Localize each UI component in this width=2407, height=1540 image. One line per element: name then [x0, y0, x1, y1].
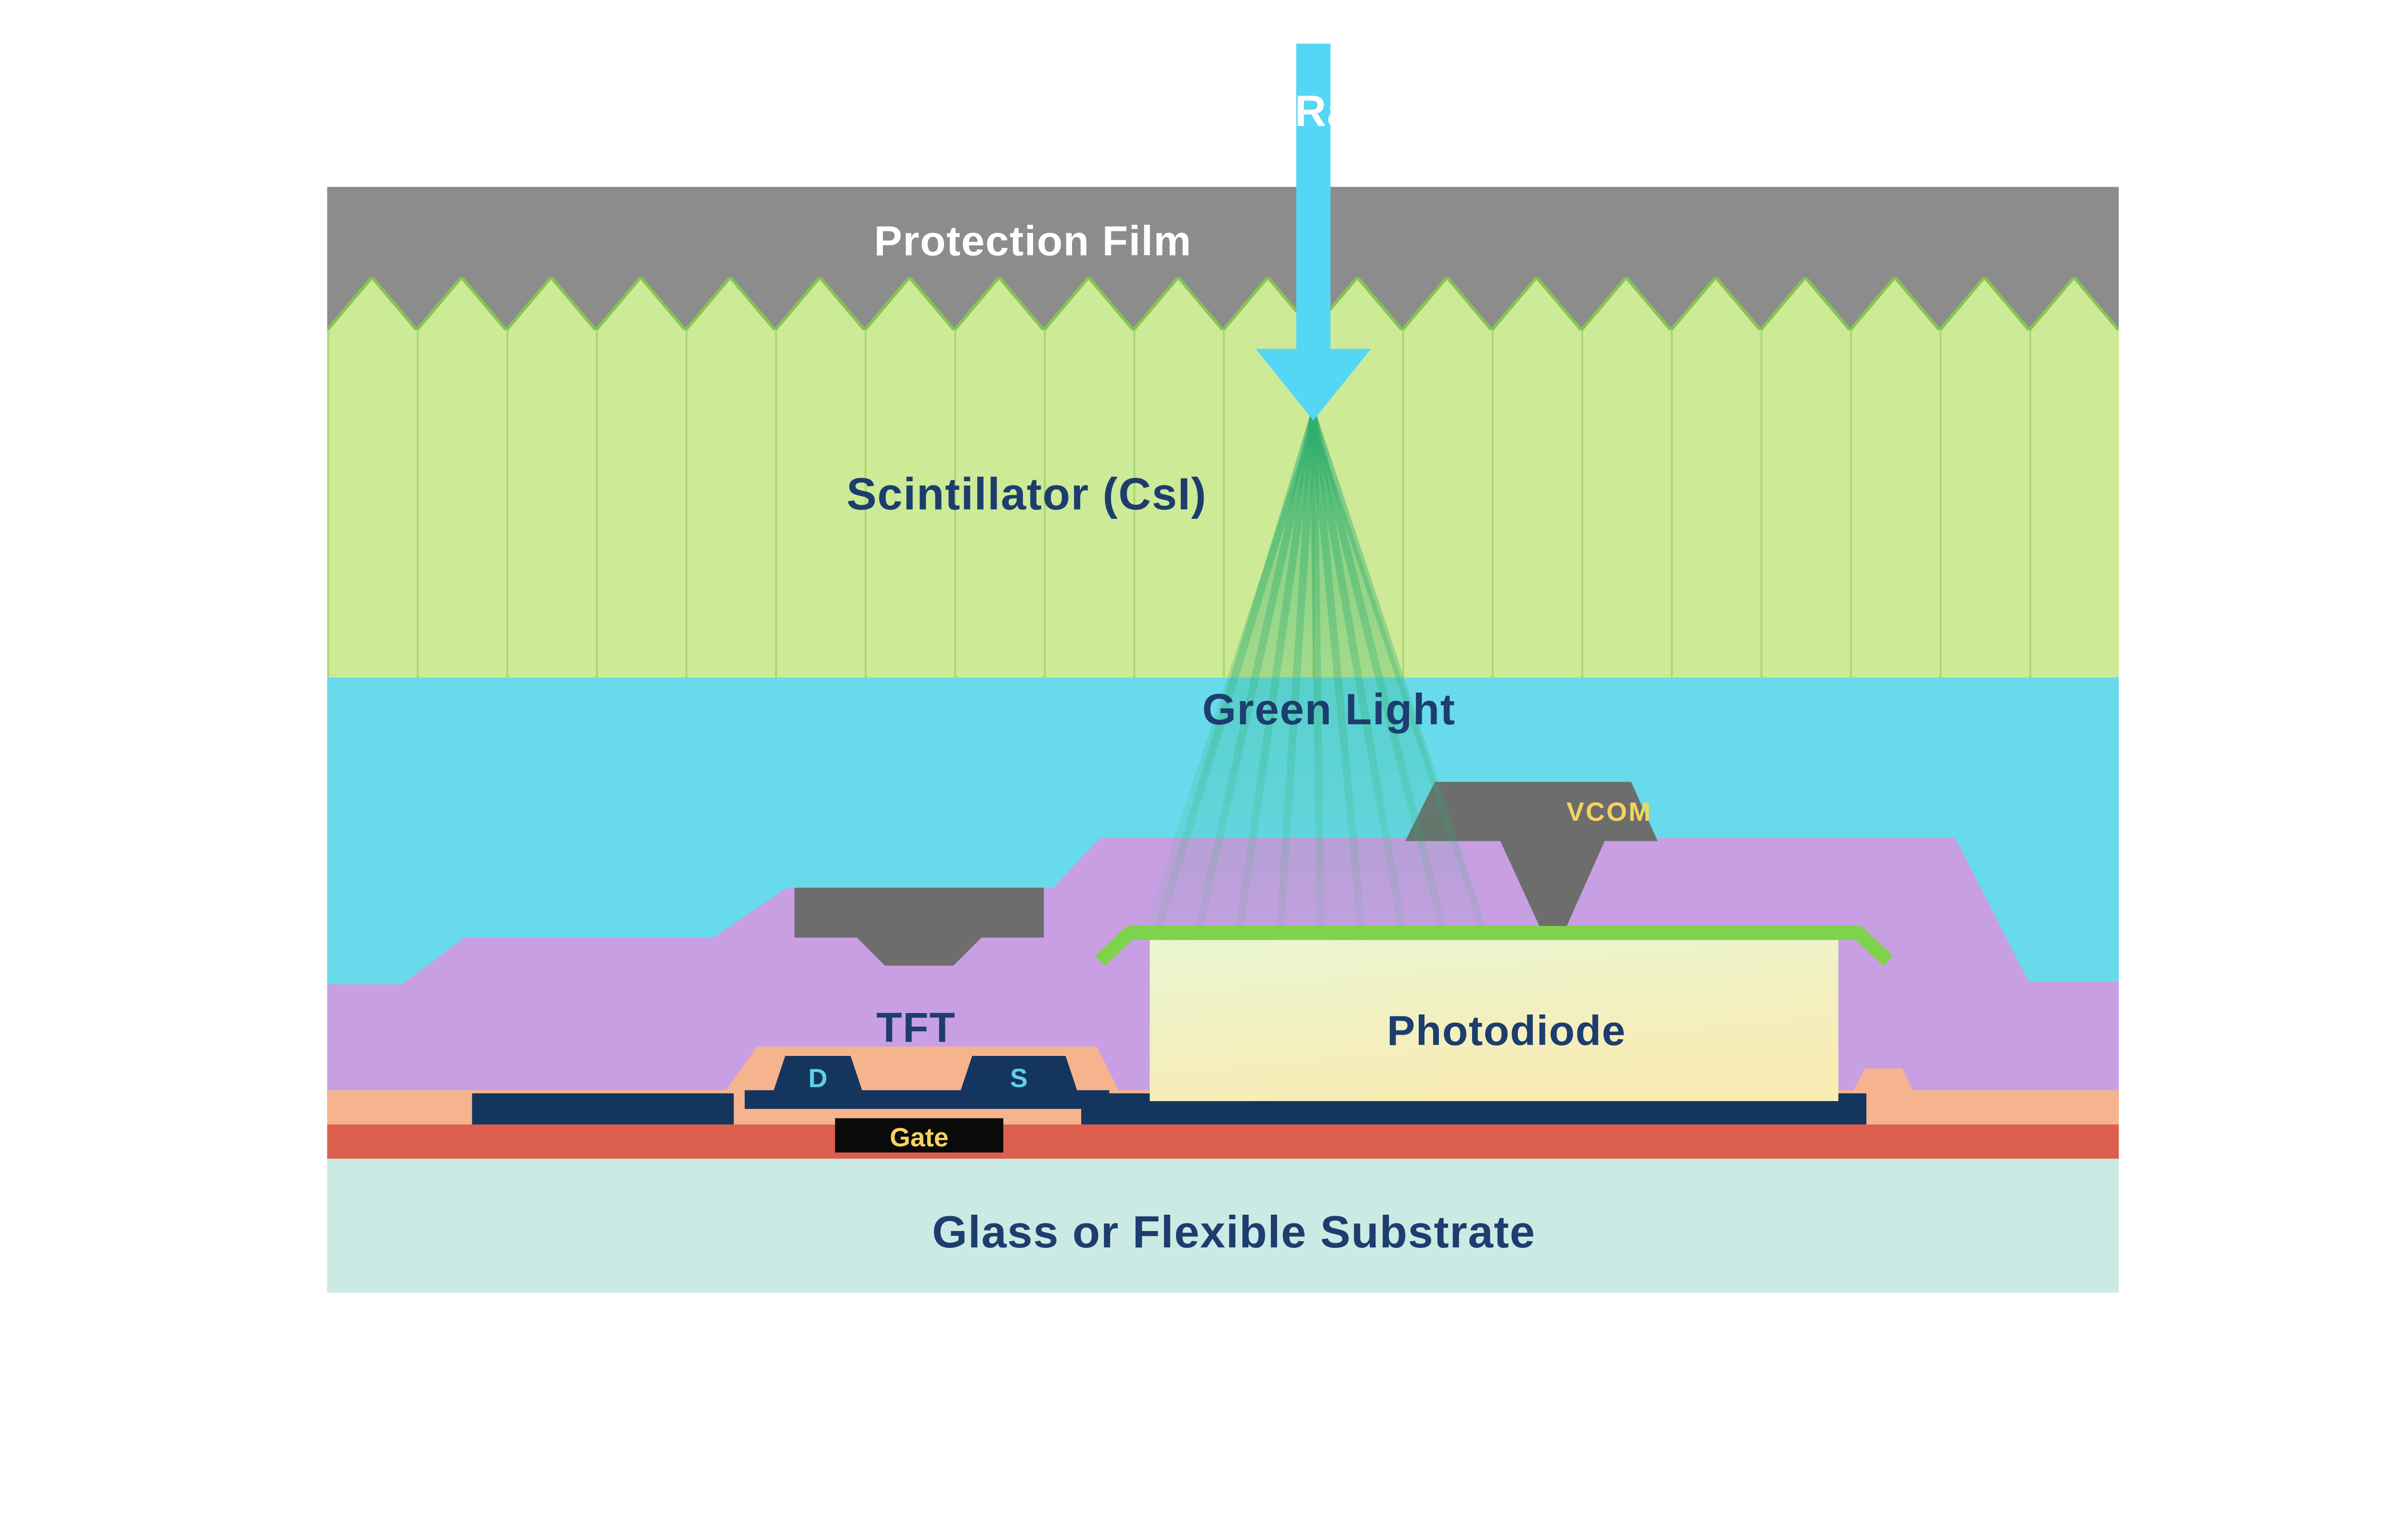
xray-detector-cross-section-diagram: X-Ray Protection Film Scintillator (CsI)… [327, 43, 2119, 1293]
vcom-electrode [1405, 782, 1658, 957]
scintillator-label: Scintillator (CsI) [846, 468, 1207, 519]
source-label: S [1010, 1063, 1028, 1093]
xray-arrow [1255, 43, 1371, 421]
protection-film-label: Protection Film [874, 218, 1192, 265]
green-light-label: Green Light [1202, 685, 1455, 734]
tft-source-contact [959, 1056, 1078, 1093]
substrate-label: Glass or Flexible Substrate [932, 1206, 1536, 1257]
xray-label: X-Ray [1250, 87, 1377, 136]
tft-drain-contact [773, 1056, 863, 1093]
metal-bar-left [472, 1093, 734, 1125]
scintillator-columns [327, 330, 2119, 678]
insulator-layer-red [327, 1124, 2119, 1159]
drain-label: D [808, 1063, 828, 1093]
vcom-label: VCOM [1566, 797, 1652, 827]
diagram-canvas: X-Ray Protection Film Scintillator (CsI)… [327, 43, 2119, 1293]
electrode-gray-left [794, 887, 1044, 966]
substrate-layer [327, 1158, 2119, 1293]
scintillator-needle-tips [327, 277, 2119, 331]
gate-electrode [835, 1118, 1004, 1153]
green-light-rays [1149, 413, 1493, 951]
photodiode-label: Photodiode [1387, 1007, 1626, 1054]
tft-label: TFT [876, 1004, 956, 1051]
photodiode-body [1150, 933, 1838, 1102]
photodiode-top-electrode [1095, 925, 1893, 966]
gate-label: Gate [890, 1122, 948, 1152]
